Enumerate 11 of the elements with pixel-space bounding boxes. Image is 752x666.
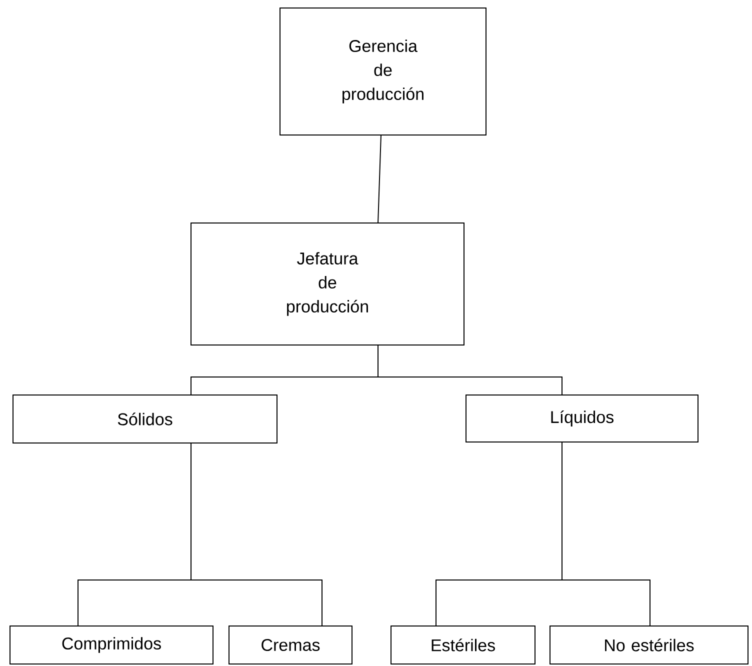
- connector-line: [378, 134, 382, 224]
- org-box: Sólidos: [12, 394, 278, 444]
- org-box: Líquidos: [466, 394, 698, 442]
- org-box: Cremas: [228, 625, 352, 664]
- org-box: Jefatura de producción: [190, 222, 464, 346]
- org-box: Gerencia de producción: [280, 8, 486, 136]
- connector-line: [378, 344, 562, 396]
- org-box: No estériles: [550, 625, 748, 664]
- org-box: Comprimidos: [10, 625, 214, 664]
- connector-line: [562, 441, 650, 626]
- org-box: Estériles: [390, 625, 536, 664]
